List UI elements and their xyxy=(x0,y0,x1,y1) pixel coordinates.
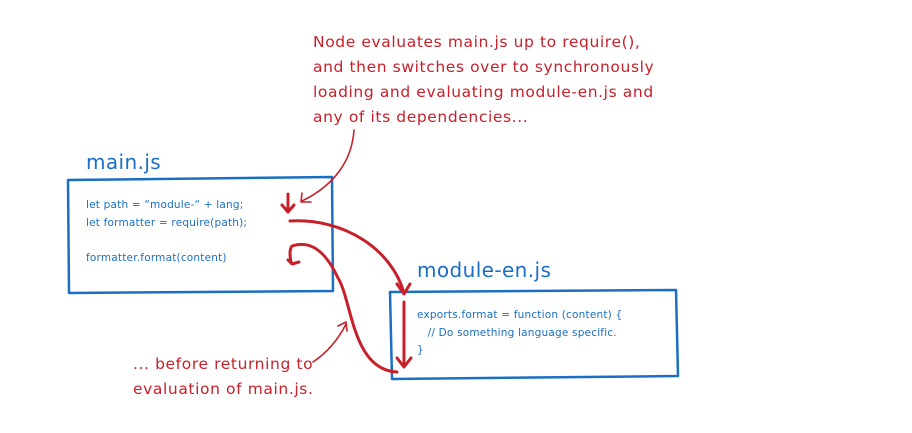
main-js-code-line xyxy=(86,232,247,250)
bottom-annotation: ... before returning to evaluation of mai… xyxy=(133,352,313,402)
top-annotation-line: any of its dependencies... xyxy=(313,108,529,126)
module-en-js-code-line: } xyxy=(417,344,424,356)
module-en-js-code-line: exports.format = function (content) { xyxy=(417,309,623,321)
bottom-annotation-line: ... before returning to xyxy=(133,355,314,373)
return-to-main-arrowhead xyxy=(286,258,301,266)
module-en-js-code: exports.format = function (content) { //… xyxy=(417,307,622,360)
jump-to-module-arrowhead xyxy=(395,282,412,296)
bottom-annotation-line: evaluation of main.js. xyxy=(133,380,314,398)
pointer-to-return-arrowhead xyxy=(337,321,348,332)
main-js-code-line: let formatter = require(path); xyxy=(86,216,248,229)
main-js-code-line: let path = “module-“ + lang; xyxy=(86,199,244,211)
top-annotation-line: and then switches over to synchronously xyxy=(313,58,655,76)
jump-to-module-arrow xyxy=(288,219,406,295)
return-to-main-arrow xyxy=(288,242,399,374)
main-js-code-line: formatter.format(content) xyxy=(86,251,227,264)
pointer-to-return-arrow xyxy=(312,323,347,363)
execution-pause-arrowhead xyxy=(280,203,296,214)
pointer-to-require-arrowhead xyxy=(300,192,312,203)
main-js-title: main.js xyxy=(86,150,162,174)
module-en-js-code-line: // Do something language specific. xyxy=(417,326,617,339)
main-js-box xyxy=(66,175,335,295)
module-execution-arrowhead xyxy=(395,356,413,369)
module-en-js-title: module-en.js xyxy=(417,258,552,282)
module-en-js-box xyxy=(388,288,680,381)
pointer-to-require-arrow xyxy=(301,129,355,202)
top-annotation: Node evaluates main.js up to require(), a… xyxy=(313,30,654,130)
top-annotation-line: Node evaluates main.js up to require(), xyxy=(313,33,641,51)
top-annotation-line: loading and evaluating module-en.js and xyxy=(313,83,654,101)
main-js-code: let path = “module-“ + lang; let formatte… xyxy=(86,197,247,267)
